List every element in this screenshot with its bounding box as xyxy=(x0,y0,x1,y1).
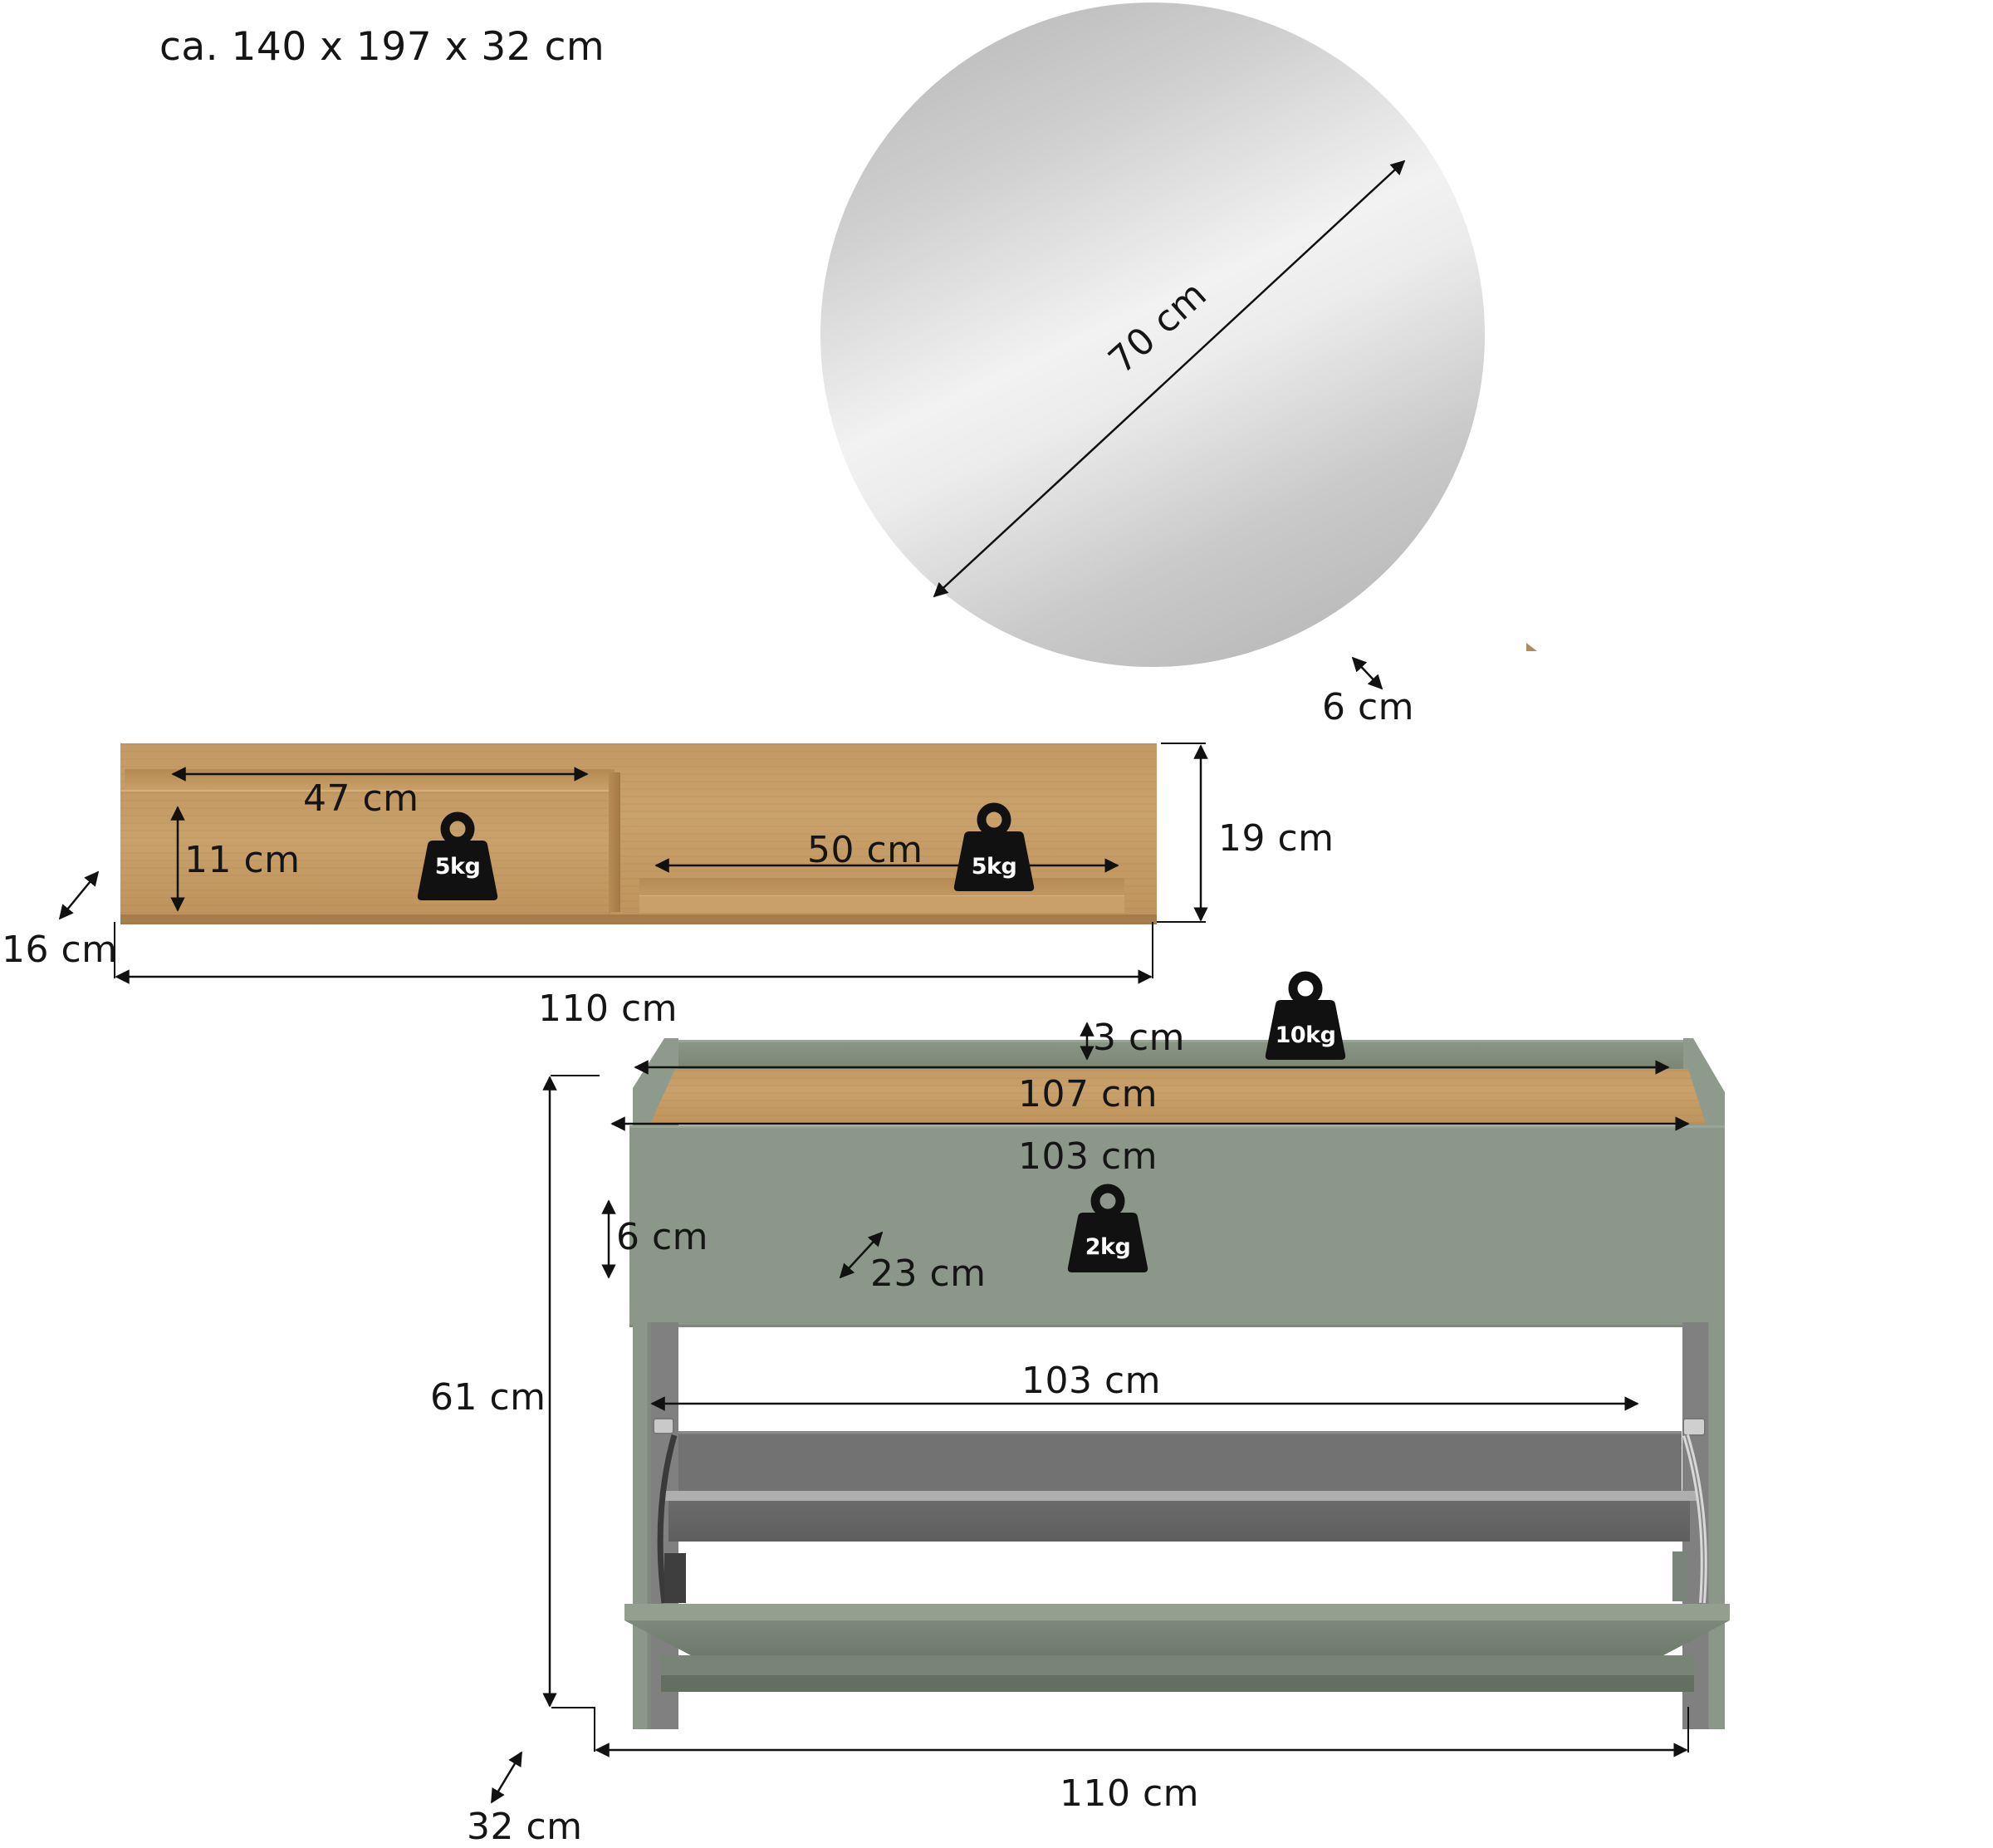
shoe-tray-back xyxy=(678,1431,1682,1491)
shoe-tray-edge xyxy=(662,1491,1700,1501)
shelf-depth-label: 16 cm xyxy=(2,929,118,971)
cabinet-height-label: 61 cm xyxy=(430,1376,546,1419)
ledge-load-label: 5kg xyxy=(971,854,1017,880)
shoe-flap-front xyxy=(624,1604,1730,1620)
box-width-label: 47 cm xyxy=(303,777,419,820)
shelf-depth-arrow xyxy=(58,870,100,920)
flap-load-label: 2kg xyxy=(1085,1234,1131,1260)
shelf-width-label: 110 cm xyxy=(538,988,678,1030)
top-rail-height-label: 3 cm xyxy=(1093,1017,1186,1059)
cabinet-width-extension-left xyxy=(551,1707,595,1752)
overall-dimensions-label: ca. 140 x 197 x 32 cm xyxy=(159,24,605,70)
cabinet-bottom-rail xyxy=(661,1655,1694,1692)
front-width-label: 103 cm xyxy=(1018,1135,1158,1178)
box-load-label: 5kg xyxy=(434,854,481,880)
mirror-depth-arrow xyxy=(1351,656,1383,690)
shoe-tray-front xyxy=(668,1501,1690,1542)
shoe-flap-underside xyxy=(624,1620,1730,1655)
flap-depth-arrow xyxy=(839,1231,884,1279)
wall-shelf-ledge-front xyxy=(639,895,1124,913)
cabinet-depth-label: 32 cm xyxy=(467,1806,583,1848)
box-height-label: 11 cm xyxy=(184,839,301,881)
mirror-depth-label: 6 cm xyxy=(1322,686,1415,728)
flap-depth-label: 23 cm xyxy=(870,1252,987,1295)
wood-corner-fragment xyxy=(1526,643,1537,651)
cabinet-width-label: 110 cm xyxy=(1060,1772,1200,1815)
ledge-width-label: 50 cm xyxy=(807,829,923,871)
cabinet-wood-top xyxy=(650,1069,1706,1124)
cabinet-depth-arrow xyxy=(490,1751,523,1804)
cabinet-top-front-panel xyxy=(629,1125,1725,1327)
mirror-diameter-arrow xyxy=(933,159,1406,598)
top-load-label: 10kg xyxy=(1275,1022,1336,1048)
shelf-height-label: 19 cm xyxy=(1218,817,1334,860)
top-inner-width-label: 107 cm xyxy=(1018,1073,1158,1115)
wall-shelf-box-front xyxy=(120,790,609,914)
wall-shelf-box-side xyxy=(609,772,620,912)
left-hinge-icon xyxy=(653,1418,686,1604)
flap-lip-label: 6 cm xyxy=(616,1216,709,1258)
tray-width-label: 103 cm xyxy=(1021,1360,1162,1402)
right-hinge-icon xyxy=(1672,1418,1707,1604)
